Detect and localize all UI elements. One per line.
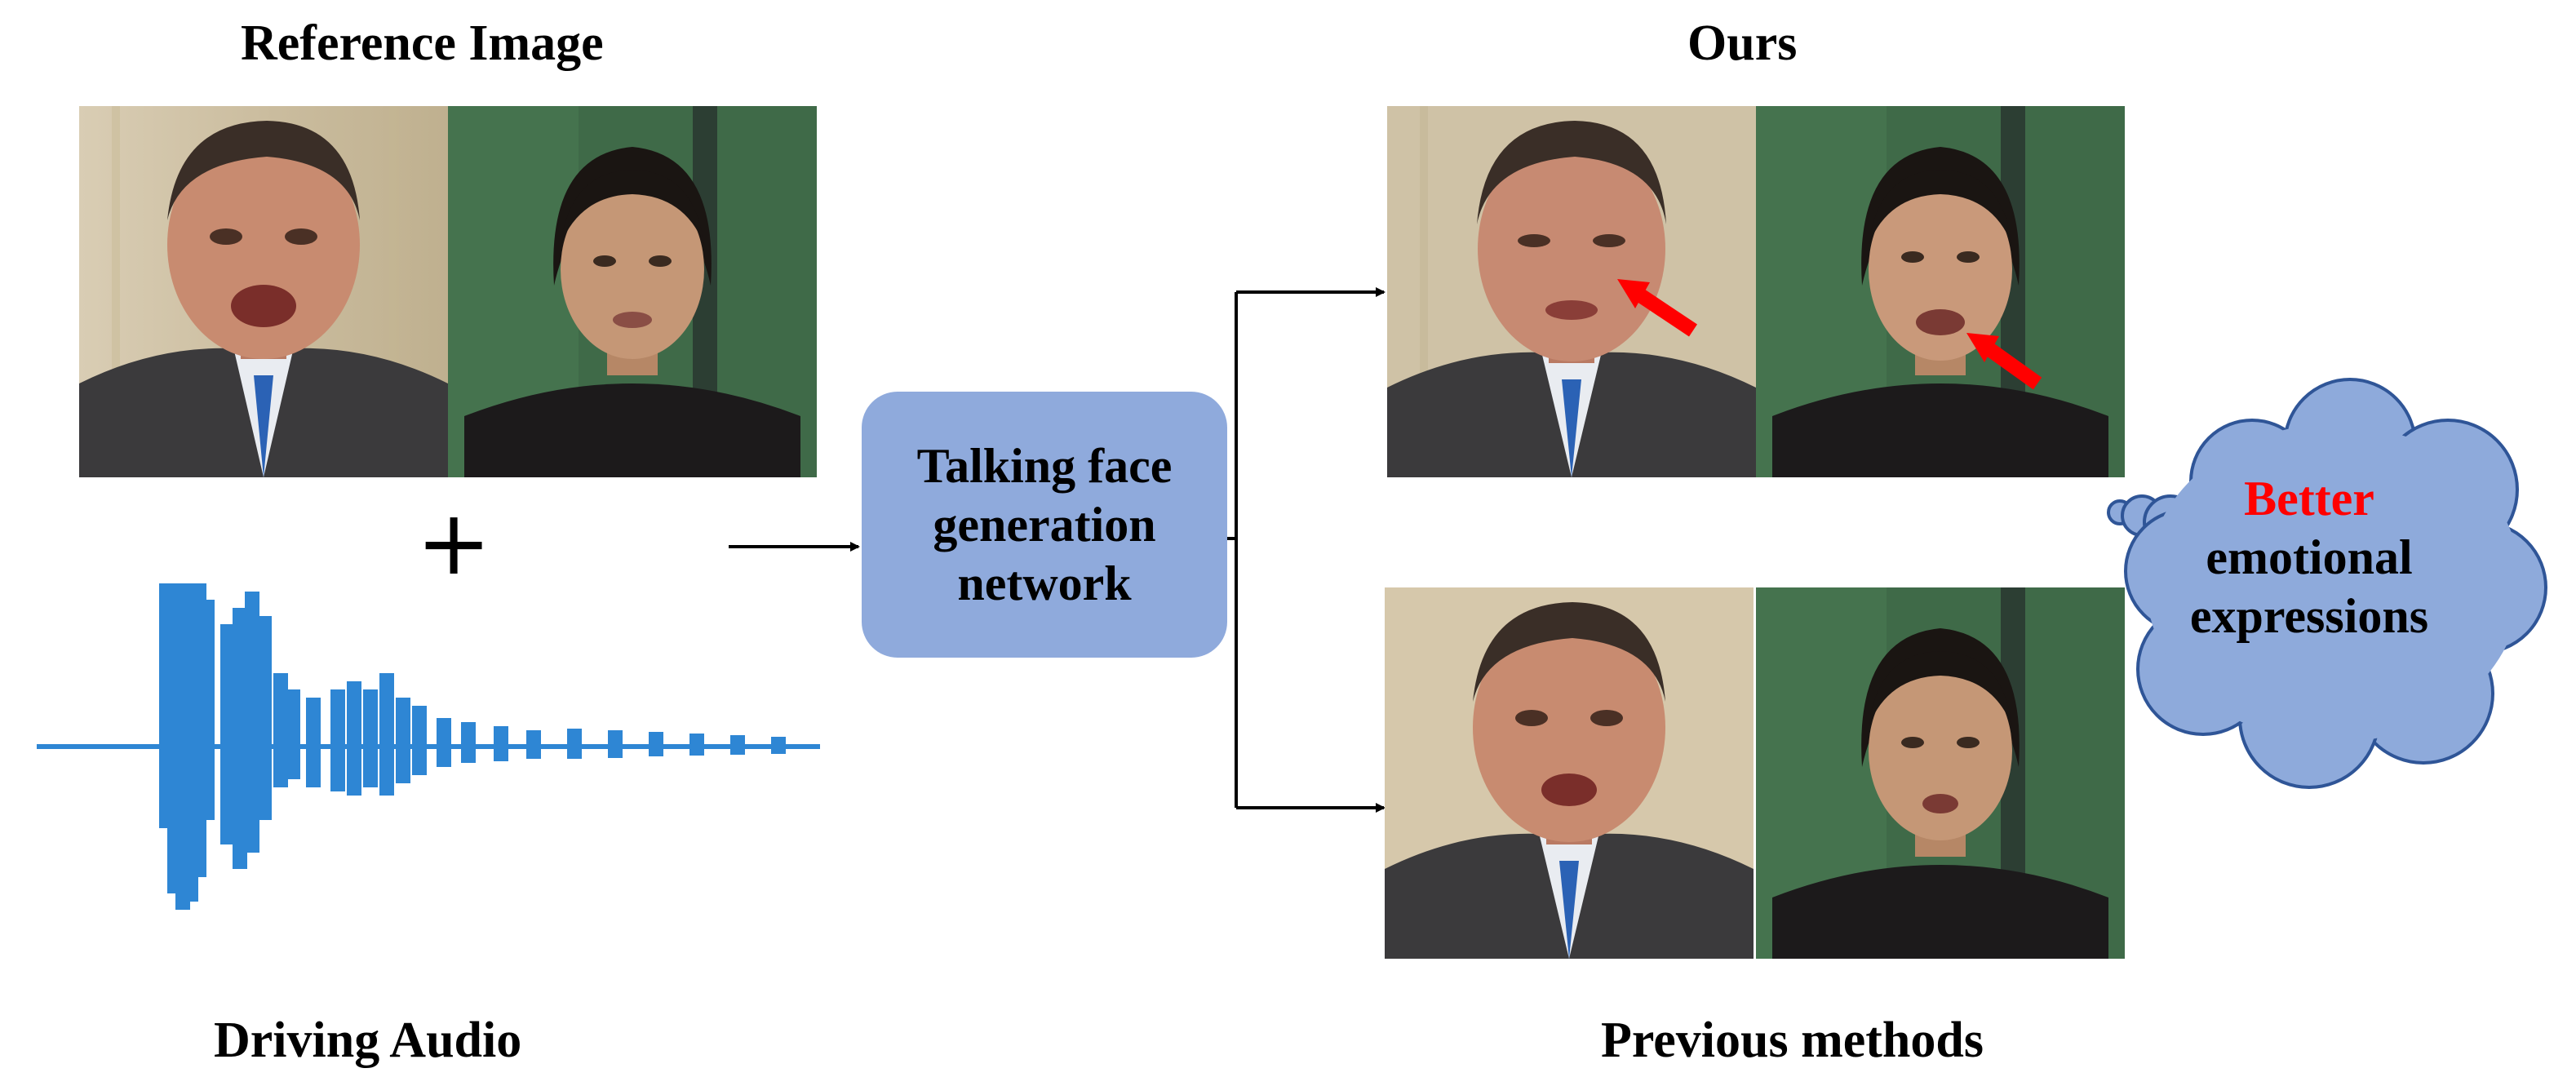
network-label-line3: network xyxy=(957,556,1132,610)
waveform-segment xyxy=(526,730,541,759)
waveform-segment xyxy=(461,722,476,763)
ours-photo-man xyxy=(1387,106,1756,477)
waveform-segment xyxy=(363,689,378,787)
previous-photo-man xyxy=(1385,587,1754,959)
previous-methods-title: Previous methods xyxy=(1601,1013,1984,1068)
reference-image-title: Reference Image xyxy=(241,16,604,71)
thought-line2: emotional xyxy=(2206,530,2413,584)
waveform-segment xyxy=(689,734,704,756)
network-label-line2: generation xyxy=(933,498,1156,552)
waveform-segment xyxy=(245,592,259,853)
waveform-segment xyxy=(649,732,663,756)
waveform-segment xyxy=(494,726,508,761)
ours-title: Ours xyxy=(1687,16,1798,71)
waveform-segment xyxy=(257,616,272,820)
plus-sign: + xyxy=(416,490,492,595)
waveform-segment xyxy=(200,600,215,820)
network-label-line1: Talking face xyxy=(916,439,1173,493)
waveform-segment xyxy=(273,673,288,787)
waveform-segment xyxy=(330,689,345,791)
waveform-segment xyxy=(412,706,427,775)
talking-face-network-box: Talking face generation network xyxy=(862,392,1227,658)
waveform-segment xyxy=(286,689,300,779)
waveform-segment xyxy=(771,737,786,754)
previous-photo-woman xyxy=(1756,587,2125,959)
waveform-segment xyxy=(437,718,451,767)
reference-photo-woman xyxy=(448,106,817,477)
waveform-segment xyxy=(306,698,321,787)
waveform-segment xyxy=(233,608,247,869)
thought-line3: expressions xyxy=(2189,589,2429,643)
ours-photo-woman xyxy=(1756,106,2125,477)
waveform-segment xyxy=(730,735,745,755)
waveform-segment xyxy=(567,729,582,759)
driving-audio-title: Driving Audio xyxy=(214,1013,522,1068)
waveform-segment xyxy=(396,698,410,783)
annotation-arrow-man xyxy=(1628,283,1697,337)
waveform-segment xyxy=(347,681,361,796)
waveform-segment xyxy=(608,730,623,758)
thought-highlight: Better xyxy=(2244,472,2374,525)
thought-cloud-text: Better emotional expressions xyxy=(2138,469,2481,645)
audio-waveform xyxy=(37,583,820,926)
reference-photo-man xyxy=(79,106,448,477)
waveform-segment xyxy=(379,673,394,796)
waveform-segment xyxy=(220,624,235,844)
